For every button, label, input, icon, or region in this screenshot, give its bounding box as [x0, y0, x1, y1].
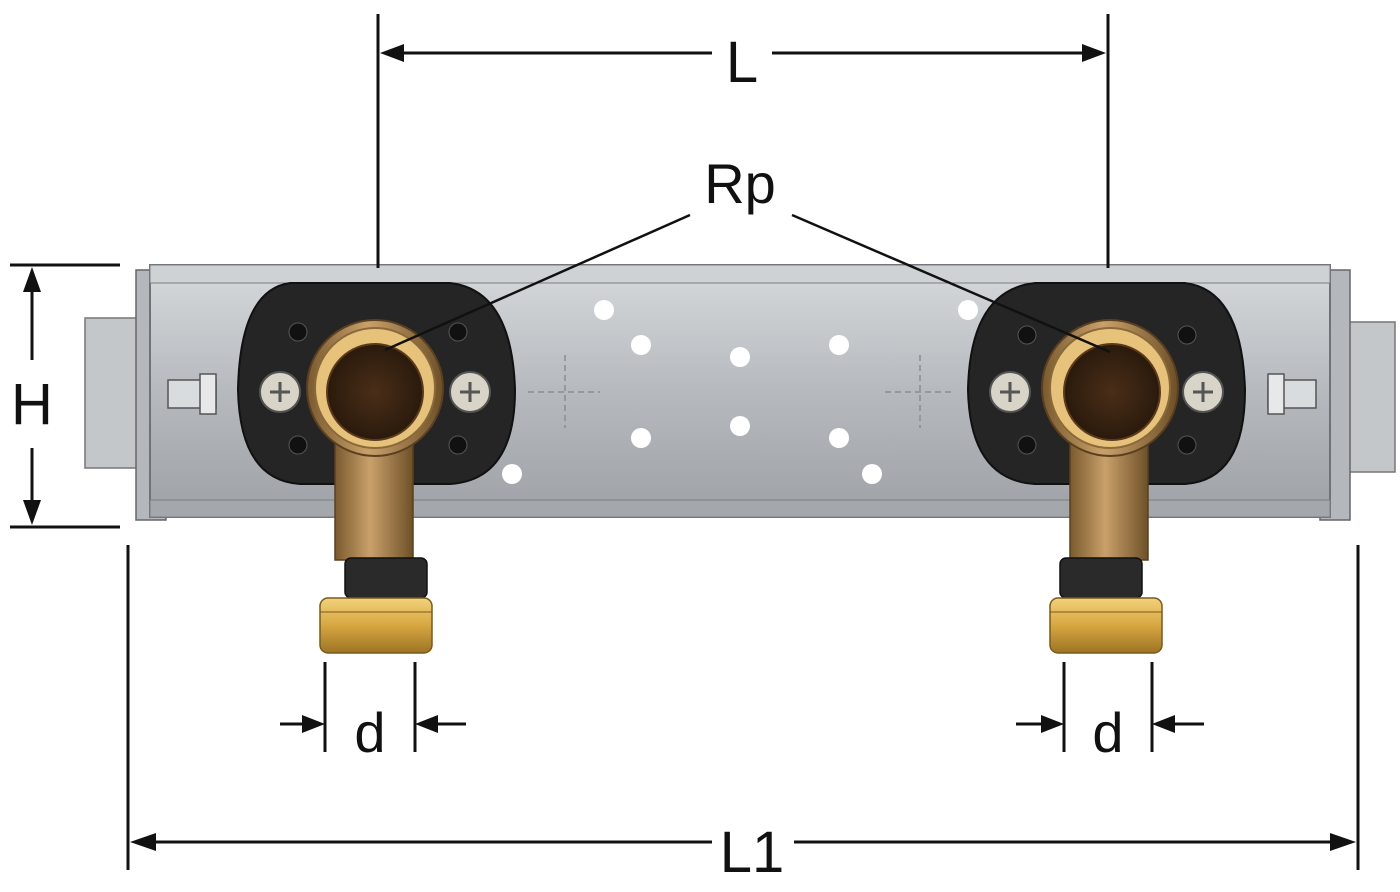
- label-L1: L1: [720, 820, 785, 885]
- rp-leader-right: [791, 213, 1111, 354]
- right-screw-a: [989, 371, 1031, 413]
- left-adjust-bolt: [167, 373, 217, 415]
- rp-leader-left: [384, 213, 691, 352]
- right-rp-bore: [1063, 343, 1161, 441]
- label-H: H: [11, 372, 53, 437]
- left-press-ring: [344, 557, 428, 599]
- label-L: L: [726, 30, 758, 95]
- right-adjust-bolt: [1267, 373, 1317, 415]
- arrowheads: [23, 44, 1356, 851]
- right-fitting: [966, 282, 1247, 654]
- rail-cross-marks: [528, 355, 955, 428]
- rail-bottom-flange: [149, 499, 1331, 518]
- left-screw-a: [259, 371, 301, 413]
- rail-holes: [502, 300, 978, 484]
- left-press-sleeve: [319, 597, 433, 654]
- rail-top-flange: [149, 264, 1331, 284]
- right-press-ring: [1059, 557, 1143, 599]
- left-rp-bore: [326, 343, 424, 441]
- left-screw-b: [449, 371, 491, 413]
- label-d-right: d: [1092, 701, 1123, 764]
- left-fitting: [236, 282, 517, 654]
- dimension-lines: [10, 14, 1360, 870]
- label-d-left: d: [354, 701, 385, 764]
- right-press-sleeve: [1049, 597, 1163, 654]
- right-screw-b: [1182, 371, 1224, 413]
- label-Rp: Rp: [704, 152, 776, 215]
